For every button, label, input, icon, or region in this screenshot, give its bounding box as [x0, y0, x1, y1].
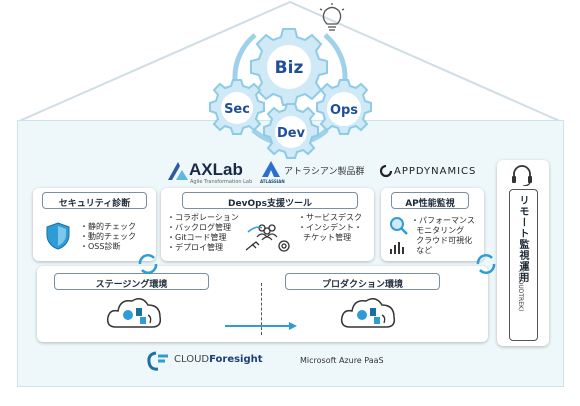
devops-left-list: ・コラボレーション ・バックログ管理 ・Gitコード管理 ・デプロイ管理 — [167, 213, 239, 253]
appdynamics-wordmark: APPDYNAMICS — [394, 166, 477, 177]
axlab-name: AXLab — [189, 160, 243, 179]
cycle-arrow-right-icon — [476, 254, 496, 274]
security-item-1: ・静的チェック — [80, 222, 136, 231]
appdynamics-mark-icon — [380, 165, 392, 178]
gear-sec-label: Sec — [224, 102, 250, 117]
axlab-subtitle: Agile Transformation Lab — [190, 179, 253, 185]
gear-ops-label: Ops — [330, 103, 358, 118]
devops-left-item-2: ・バックログ管理 — [167, 223, 231, 232]
remote-subtitle: (CLOUDTREK) — [517, 270, 524, 312]
security-item-3: ・OSS診断 — [80, 242, 121, 251]
ap-item-2: モニタリング — [416, 226, 465, 235]
appdynamics-logo: APPDYNAMICS — [380, 165, 490, 179]
gear-sec: Sec — [209, 79, 265, 135]
gear-dev: Dev — [263, 103, 319, 159]
cloudforesight-mark-icon — [147, 351, 168, 371]
cloudforesight-logo: CLOUDForesight — [146, 350, 286, 372]
ap-extra-2: など — [416, 246, 433, 255]
security-item-2: ・動的チェック — [80, 232, 136, 241]
atlassian-logo: ATLASSIAN アトラシアン製品群 — [260, 158, 375, 186]
production-cloud-icon — [340, 298, 396, 328]
cycle-arrow-left-icon — [138, 254, 158, 274]
devops-right-item-1: ・サービスデスク — [298, 213, 362, 222]
gear-ops: Ops — [316, 79, 372, 135]
azure-label: Microsoft Azure PaaS — [300, 356, 384, 365]
devops-left-item-1: ・コラボレーション — [167, 213, 239, 222]
shield-icon — [46, 222, 70, 250]
gear-biz-label: Biz — [275, 58, 304, 78]
security-title: セキュリティ診断 — [42, 192, 147, 209]
axlab-logo: AXLab Agile Transformation Lab — [168, 160, 258, 188]
atlassian-products-label: アトラシアン製品群 — [284, 167, 365, 177]
env-divider — [261, 283, 262, 335]
devops-title: DevOps支援ツール — [182, 192, 358, 209]
house-roof — [16, 0, 563, 123]
ap-item-1: ・パフォーマンス — [411, 216, 475, 225]
devops-right-item-2: ・インシデント・ — [298, 223, 362, 232]
staging-cloud-icon — [106, 298, 162, 328]
lightbulb-icon — [319, 3, 345, 31]
cloudforesight-wordmark: CLOUDForesight — [174, 354, 263, 365]
production-title: プロダクション環境 — [285, 273, 440, 290]
ap-title: AP性能監視 — [391, 192, 469, 209]
axlab-mark-icon — [168, 162, 188, 180]
headset-icon — [512, 165, 532, 186]
ap-extra-1: クラウド可視化 — [416, 236, 473, 245]
security-list: ・静的チェック ・動的チェック ・OSS診断 — [80, 222, 136, 252]
devops-right-item-3: チケット管理 — [303, 233, 352, 242]
atlassian-mark-icon — [262, 161, 280, 177]
team-gear-icon — [245, 224, 290, 252]
remote-title-box — [509, 189, 538, 341]
devops-left-item-3: ・Gitコード管理 — [167, 233, 227, 242]
devops-left-item-4: ・デプロイ管理 — [167, 243, 223, 252]
remote-title: リモート監視運用 — [517, 195, 528, 283]
atlassian-wordmark: ATLASSIAN — [260, 179, 285, 184]
gear-biz: Biz — [250, 28, 328, 106]
cloudforesight-bold: Foresight — [209, 354, 263, 365]
devops-right-list: ・サービスデスク ・インシデント・ チケット管理 — [298, 213, 362, 243]
ap-list: ・パフォーマンス モニタリング クラウド可視化 など — [411, 216, 475, 256]
deploy-arrow-icon — [225, 322, 297, 330]
staging-title: ステージング環境 — [54, 273, 209, 290]
gear-dev-label: Dev — [277, 126, 306, 141]
cloudforesight-prefix: CLOUD — [174, 354, 210, 365]
magnifier-chart-icon — [390, 217, 408, 254]
